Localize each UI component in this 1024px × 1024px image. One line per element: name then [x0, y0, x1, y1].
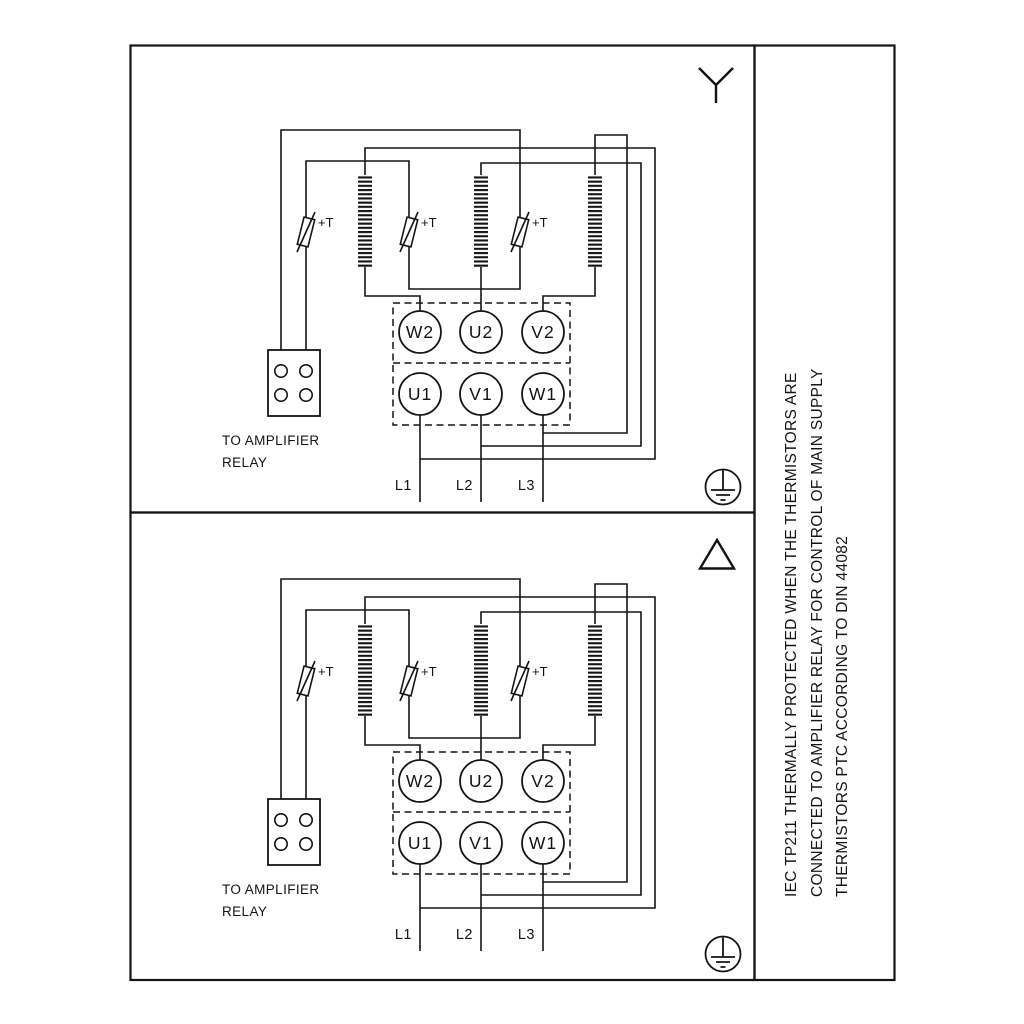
supply-label-l3: L3: [518, 927, 535, 943]
terminal-label-v2: V2: [531, 322, 554, 342]
winding-bar: [588, 624, 602, 716]
relay-pin: [273, 812, 288, 827]
terminal-label-v1: V1: [469, 833, 492, 853]
thermistor: +T: [510, 211, 548, 253]
relay-pin: [298, 836, 313, 851]
ground-icon: [704, 935, 742, 973]
wire-winding2-loop: [480, 611, 642, 896]
sidebar-note-line2: CONNECTED TO AMPLIFIER RELAY FOR CONTROL…: [809, 368, 826, 897]
winding-bar: [358, 624, 372, 716]
thermistors: +T +T +T: [296, 211, 548, 253]
winding-bar: [474, 175, 488, 267]
wiring: [280, 129, 656, 502]
terminal-v2: [521, 759, 565, 803]
terminal-label-w2: W2: [406, 322, 434, 342]
thermistor-label: +T: [421, 664, 437, 679]
terminal-w1: [521, 821, 565, 865]
relay-caption-line1: TO AMPLIFIER: [222, 882, 320, 897]
terminal-v1: [459, 372, 503, 416]
relay-connector-outline: [267, 349, 321, 417]
winding-bar: [588, 175, 602, 267]
relay-caption-line2: RELAY: [222, 904, 267, 919]
relay-pin: [273, 363, 288, 378]
relay-connector: TO AMPLIFIER RELAY: [222, 798, 321, 919]
wire-winding1-loop: [364, 596, 656, 909]
wire-winding3-bottom: [542, 716, 596, 760]
motor-windings: [358, 175, 602, 267]
wire-winding3-bottom: [542, 267, 596, 311]
wire-thermistor-chain: [280, 578, 521, 799]
relay-pin: [273, 836, 288, 851]
thermistor: +T: [399, 211, 437, 253]
relay-pin: [298, 363, 313, 378]
terminal-w2: [398, 310, 442, 354]
thermistor-label: +T: [532, 664, 548, 679]
delta-connection-icon: [697, 537, 737, 570]
star-panel: +T +T +T: [222, 67, 742, 506]
winding-bar: [474, 624, 488, 716]
supply-label-l3: L3: [518, 478, 535, 494]
relay-pin: [273, 387, 288, 402]
relay-connector-outline: [267, 798, 321, 866]
relay-caption-line1: TO AMPLIFIER: [222, 433, 320, 448]
thermistor-label: +T: [532, 215, 548, 230]
thermistor-label: +T: [421, 215, 437, 230]
terminal-label-u2: U2: [469, 322, 493, 342]
relay-pin: [298, 387, 313, 402]
terminal-v1: [459, 821, 503, 865]
wire-winding2-loop: [480, 162, 642, 447]
terminal-label-u2: U2: [469, 771, 493, 791]
supply-labels: L1 L2 L3: [395, 927, 535, 943]
thermistor: +T: [296, 211, 334, 253]
supply-label-l1: L1: [395, 927, 412, 943]
terminal-label-u1: U1: [408, 833, 432, 853]
sidebar-note-line1: IEC TP211 THERMALLY PROTECTED WHEN THE T…: [783, 372, 800, 897]
star-connection-icon: [698, 67, 734, 103]
terminal-u2: [459, 759, 503, 803]
winding-bar: [358, 175, 372, 267]
thermistor-label: +T: [318, 215, 334, 230]
wire-winding1-loop: [364, 147, 656, 460]
terminal-label-w1: W1: [529, 384, 557, 404]
terminal-u1: [398, 372, 442, 416]
terminal-u1: [398, 821, 442, 865]
panel-borders: [129, 44, 896, 982]
relay-caption-line2: RELAY: [222, 455, 267, 470]
motor-windings: [358, 624, 602, 716]
supply-label-l1: L1: [395, 478, 412, 494]
terminal-box: W2 U2 V2 U1 V1 W1: [392, 302, 571, 426]
terminal-label-w1: W1: [529, 833, 557, 853]
sidebar-note-line3: THERMISTORS PTC ACCORDING TO DIN 44082: [834, 536, 851, 897]
terminal-label-v2: V2: [531, 771, 554, 791]
supply-label-l2: L2: [456, 927, 473, 943]
thermistor: +T: [510, 660, 548, 702]
wire-winding3-loop: [543, 583, 628, 883]
thermistor: +T: [399, 660, 437, 702]
delta-panel: +T +T +T: [222, 537, 742, 973]
wire-winding3-loop: [543, 134, 628, 434]
supply-labels: L1 L2 L3: [395, 478, 535, 494]
terminal-w1: [521, 372, 565, 416]
terminal-label-w2: W2: [406, 771, 434, 791]
thermistor-label: +T: [318, 664, 334, 679]
thermistor: +T: [296, 660, 334, 702]
terminal-label-u1: U1: [408, 384, 432, 404]
terminal-w2: [398, 759, 442, 803]
thermistors: +T +T +T: [296, 660, 548, 702]
supply-label-l2: L2: [456, 478, 473, 494]
ground-icon: [704, 468, 742, 506]
terminal-box: W2 U2 V2 U1 V1 W1: [392, 751, 571, 875]
sidebar-border: [753, 44, 896, 982]
terminal-label-v1: V1: [469, 384, 492, 404]
relay-pin: [298, 812, 313, 827]
sidebar-note: IEC TP211 THERMALLY PROTECTED WHEN THE T…: [783, 368, 851, 897]
relay-connector: TO AMPLIFIER RELAY: [222, 349, 321, 470]
wire-thermistor-chain: [280, 129, 521, 350]
terminal-u2: [459, 310, 503, 354]
terminal-v2: [521, 310, 565, 354]
